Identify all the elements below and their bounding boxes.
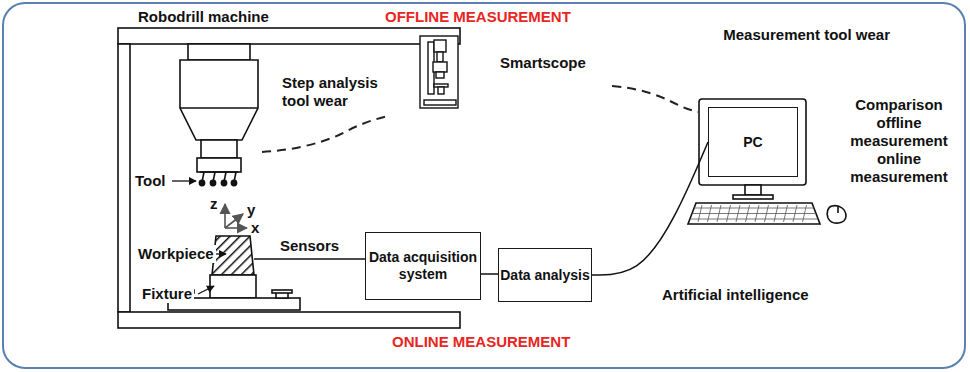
- process-box: Data acquisition system: [365, 232, 481, 300]
- device-label: Smartscope: [500, 54, 586, 72]
- connector: [592, 142, 708, 275]
- axis-label: x: [251, 219, 259, 237]
- box-text: PC: [743, 134, 762, 151]
- sensor-wire: [254, 258, 365, 259]
- dashed-link: [262, 116, 388, 152]
- smartscope-icon: [420, 36, 458, 108]
- tool-cutter: [199, 172, 238, 186]
- part-label: Fixture: [140, 285, 194, 303]
- axes: [225, 204, 247, 228]
- part-label: Tool: [133, 172, 168, 190]
- spindle: [180, 44, 258, 172]
- axis-label: z: [210, 195, 218, 213]
- part-label: Workpiece: [136, 245, 216, 263]
- method-label: Artificial intelligence: [662, 286, 809, 304]
- machine-title: Robodrill machine: [138, 8, 269, 26]
- workpiece: [212, 236, 254, 275]
- measurement-label: Measurement tool wear: [700, 26, 890, 44]
- screen-box: PC: [708, 107, 798, 177]
- fixture: [210, 275, 256, 298]
- dashed-link: [612, 86, 698, 112]
- section-heading: ONLINE MEASUREMENT: [392, 333, 570, 351]
- process-box: Data analysis: [498, 248, 592, 302]
- signal-label: Sensors: [280, 237, 339, 255]
- connector: [481, 273, 498, 275]
- frame-border: [3, 3, 965, 368]
- box-text: Data acquisition system: [366, 249, 480, 283]
- comparison-label: Comparison offline measurement online me…: [838, 96, 960, 186]
- keyboard-keys: [690, 205, 818, 222]
- step-label: Step analysis tool wear: [282, 74, 402, 110]
- leader-lines: [172, 181, 226, 294]
- computer-icon: [688, 99, 846, 224]
- axis-label: y: [247, 201, 255, 219]
- section-heading: OFFLINE MEASUREMENT: [385, 8, 571, 26]
- box-text: Data analysis: [500, 267, 590, 284]
